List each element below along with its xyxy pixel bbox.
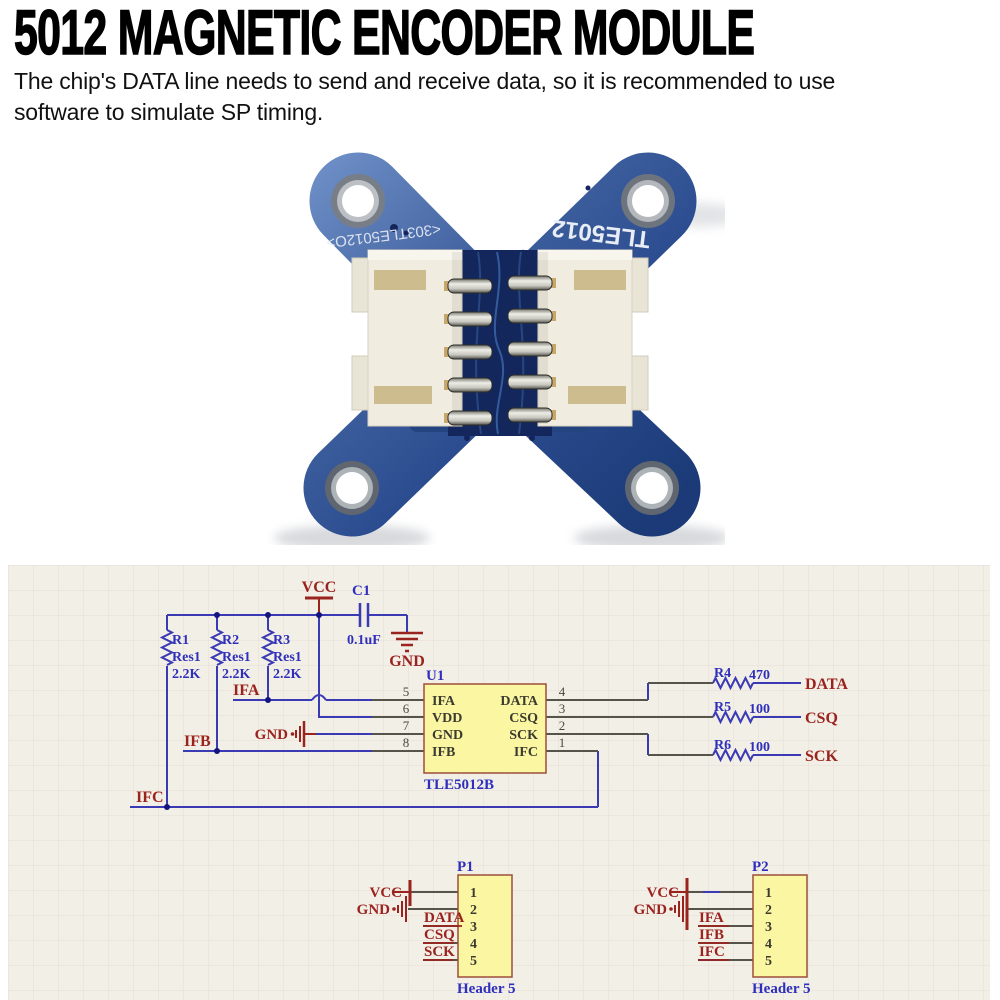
svg-text:4: 4 — [765, 937, 772, 952]
svg-text:VDD: VDD — [432, 711, 462, 726]
svg-text:GND: GND — [255, 727, 289, 743]
connector-left — [351, 249, 463, 427]
svg-text:8: 8 — [403, 735, 410, 750]
svg-text:R3: R3 — [273, 633, 290, 648]
description-line-1: The chip's DATA line needs to send and r… — [14, 68, 836, 94]
p1-gnd-label: GND — [357, 902, 391, 918]
svg-text:5: 5 — [470, 954, 477, 969]
svg-text:R2: R2 — [222, 633, 239, 648]
svg-text:100: 100 — [749, 702, 770, 717]
svg-text:SCK: SCK — [805, 748, 838, 765]
svg-text:CSQ: CSQ — [509, 711, 538, 726]
svg-text:3: 3 — [470, 920, 477, 935]
svg-text:DATA: DATA — [805, 676, 848, 693]
svg-text:Res1: Res1 — [222, 650, 251, 665]
svg-text:2.2K: 2.2K — [222, 667, 251, 682]
svg-text:R4: R4 — [714, 666, 731, 681]
ic-part-number: TLE5012B — [424, 777, 494, 793]
svg-text:Res1: Res1 — [172, 650, 201, 665]
gnd-symbol-top: GND — [389, 631, 425, 670]
connector-pins — [444, 275, 556, 426]
header: 5012 MAGNETIC ENCODER MODULE The chip's … — [13, 0, 984, 125]
header-p2: P2 Header 5 1 2 3 4 5 VCC GND IFA IFB IF… — [634, 859, 811, 997]
p1-vcc-label: VCC — [370, 885, 403, 901]
svg-text:1: 1 — [765, 886, 772, 901]
svg-text:3: 3 — [765, 920, 772, 935]
p2-designator: P2 — [752, 859, 769, 875]
svg-text:470: 470 — [749, 668, 770, 683]
ic-tle5012b: U1 TLE5012B 5 6 7 8 4 3 2 1 IFA VDD GND … — [403, 668, 566, 793]
p1-designator: P1 — [457, 859, 474, 875]
svg-text:5: 5 — [765, 954, 772, 969]
svg-text:7: 7 — [403, 718, 410, 733]
ic-pin-stubs — [372, 682, 713, 756]
svg-text:GND: GND — [432, 728, 463, 743]
p2-ifb-label: IFB — [699, 927, 724, 943]
description-line-2: software to simulate SP timing. — [14, 99, 324, 125]
svg-text:VCC: VCC — [302, 579, 337, 596]
net-label-ifc: IFC — [136, 789, 164, 806]
pullup-resistor-labels: R1 Res1 2.2K R2 Res1 2.2K R3 Res1 2.2K — [172, 633, 302, 682]
p2-part: Header 5 — [752, 981, 810, 997]
svg-text:0.1uF: 0.1uF — [347, 633, 381, 648]
svg-text:4: 4 — [470, 937, 477, 952]
pcb-photo: TLE5012 <303TLE5012O> — [274, 152, 725, 545]
svg-text:6: 6 — [403, 701, 410, 716]
header-p1: P1 Header 5 1 2 3 4 5 VCC GND DATA CSQ S… — [357, 859, 516, 997]
svg-text:R1: R1 — [172, 633, 189, 648]
svg-text:GND: GND — [389, 653, 425, 670]
series-resistor-labels: R4 470 DATA R5 100 CSQ R6 100 SCK — [714, 666, 848, 765]
svg-text:1: 1 — [559, 735, 566, 750]
svg-text:IFA: IFA — [432, 694, 456, 709]
schematic-wires — [130, 614, 801, 808]
svg-text:3: 3 — [559, 701, 566, 716]
junction-dots — [164, 612, 322, 810]
svg-text:DATA: DATA — [500, 694, 538, 709]
svg-text:CSQ: CSQ — [805, 710, 838, 727]
svg-text:2: 2 — [559, 718, 566, 733]
p1-part: Header 5 — [457, 981, 515, 997]
net-label-ifa: IFA — [233, 682, 260, 699]
svg-text:2: 2 — [470, 903, 477, 918]
connector-right — [537, 249, 649, 427]
svg-text:R5: R5 — [714, 700, 731, 715]
capacitor-c1: C1 0.1uF — [347, 583, 381, 648]
svg-text:4: 4 — [559, 684, 566, 699]
svg-text:2.2K: 2.2K — [172, 667, 201, 682]
ic-designator: U1 — [426, 668, 444, 684]
schematic: VCC C1 0.1uF GND R1 Res1 2.2K R2 Res1 2.… — [8, 565, 990, 1000]
svg-text:2.2K: 2.2K — [273, 667, 302, 682]
net-label-ifb: IFB — [184, 733, 211, 750]
page-title: 5012 MAGNETIC ENCODER MODULE — [13, 0, 755, 68]
svg-text:2: 2 — [765, 903, 772, 918]
svg-text:1: 1 — [470, 886, 477, 901]
gnd-symbol-ic: GND — [255, 721, 316, 747]
svg-text:R6: R6 — [714, 738, 731, 753]
p2-ifa-label: IFA — [699, 910, 724, 926]
mounting-holes — [325, 174, 679, 515]
p2-ifc-label: IFC — [699, 944, 725, 960]
svg-text:SCK: SCK — [509, 728, 538, 743]
svg-text:IFB: IFB — [432, 745, 455, 760]
svg-text:C1: C1 — [352, 583, 370, 599]
svg-text:IFC: IFC — [514, 745, 538, 760]
p1-data-label: DATA — [424, 910, 464, 926]
svg-text:5: 5 — [403, 684, 410, 699]
p2-gnd-label: GND — [634, 902, 668, 918]
svg-text:100: 100 — [749, 740, 770, 755]
p2-vcc-label: VCC — [647, 885, 680, 901]
p1-sck-label: SCK — [424, 944, 455, 960]
svg-text:Res1: Res1 — [273, 650, 302, 665]
p1-csq-label: CSQ — [424, 927, 455, 943]
